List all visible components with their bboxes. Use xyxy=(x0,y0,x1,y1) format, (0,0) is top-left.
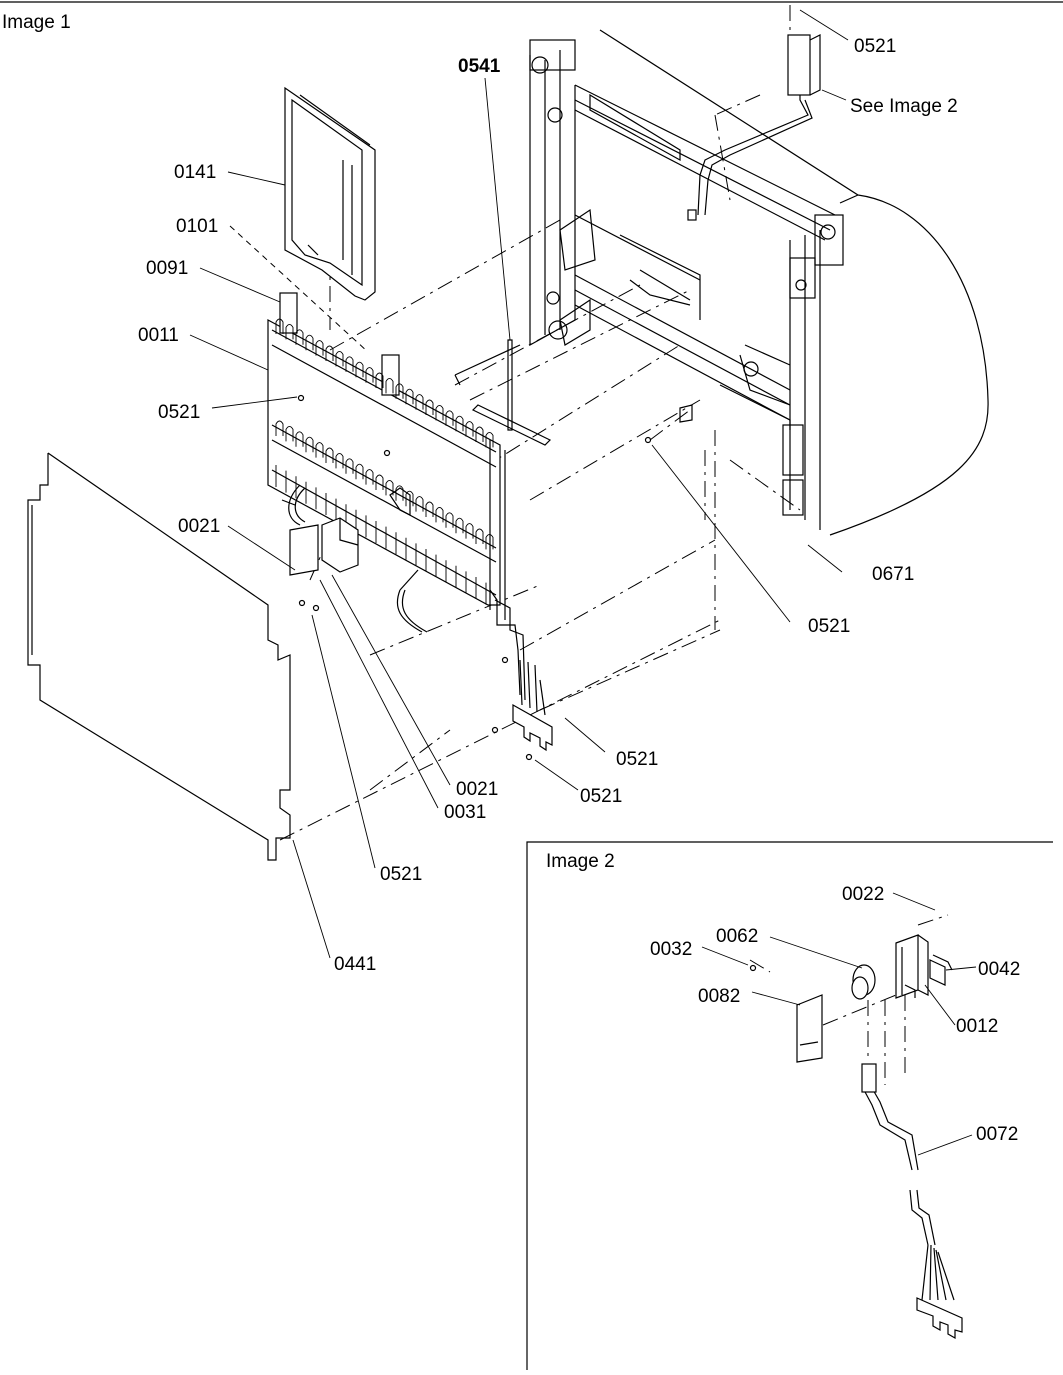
coil-loop xyxy=(345,356,354,372)
wiring-harness xyxy=(288,484,553,752)
coil-loop xyxy=(415,496,424,512)
image1-title: Image 1 xyxy=(2,12,71,33)
coil-loop xyxy=(395,383,404,399)
coil-loop xyxy=(375,474,384,490)
coil-loop xyxy=(285,425,294,442)
coil-loop xyxy=(455,517,464,534)
coil-loop xyxy=(385,479,394,496)
evaporator-cover-0141 xyxy=(284,86,376,301)
label-0032: 0032 xyxy=(650,939,692,960)
image2-frame xyxy=(526,841,1053,1370)
coil-loop xyxy=(455,415,464,432)
coil-loop xyxy=(355,361,364,378)
coil-loop xyxy=(305,334,314,351)
air-baffle-0541 xyxy=(454,339,552,446)
coil-loop xyxy=(315,340,324,356)
cabinet-liner xyxy=(529,29,989,536)
coil-loop xyxy=(395,485,404,501)
label-0042: 0042 xyxy=(978,959,1020,980)
label-0021-right: 0021 xyxy=(456,779,498,800)
coil-loop xyxy=(405,388,414,405)
label-0011: 0011 xyxy=(138,325,179,346)
coil-loop xyxy=(465,421,474,437)
coil-loop xyxy=(315,442,324,458)
label-0141: 0141 xyxy=(174,162,216,183)
coil-loop xyxy=(325,447,334,463)
coil-loop xyxy=(335,350,344,367)
label-0521-evaporator: 0521 xyxy=(158,402,200,423)
coil-loop xyxy=(425,501,434,517)
coil-loop xyxy=(475,426,484,442)
coil-loop xyxy=(485,431,494,448)
coil-loop xyxy=(465,523,474,539)
coil-loop xyxy=(445,512,454,528)
label-leaders-image1 xyxy=(189,9,849,959)
label-0541: 0541 xyxy=(458,56,501,77)
label-0521-harness-2: 0521 xyxy=(580,786,622,807)
coil-loop xyxy=(365,469,374,485)
label-see-image-2: See Image 2 xyxy=(850,96,958,117)
coil-loop xyxy=(295,329,304,345)
coil-loop xyxy=(435,404,444,421)
label-0441: 0441 xyxy=(334,954,376,975)
coil-loop xyxy=(295,431,304,447)
label-0521-harness-1: 0521 xyxy=(616,749,658,770)
screws xyxy=(297,394,693,761)
coil-loop xyxy=(415,394,424,410)
label-0101: 0101 xyxy=(176,216,218,237)
coil-loop xyxy=(325,345,334,361)
coil-loop xyxy=(305,436,314,453)
label-0021-left: 0021 xyxy=(178,516,220,537)
coil-loop xyxy=(485,533,494,550)
label-0091: 0091 xyxy=(146,258,188,279)
coil-loop xyxy=(405,490,414,507)
label-0031: 0031 xyxy=(444,802,486,823)
label-0072: 0072 xyxy=(976,1124,1018,1145)
coil-loop xyxy=(285,323,294,340)
coil-loop xyxy=(385,377,394,394)
assembly-leader-lines xyxy=(279,5,801,841)
coil-loop xyxy=(365,367,374,383)
label-0012: 0012 xyxy=(956,1016,998,1037)
label-0521-bottom: 0521 xyxy=(380,864,422,885)
image2-title: Image 2 xyxy=(546,851,615,872)
coil-loop xyxy=(375,372,384,388)
label-0022: 0022 xyxy=(842,884,884,905)
label-0671: 0671 xyxy=(872,564,914,585)
coil-loop xyxy=(425,399,434,415)
coil-loop xyxy=(475,528,484,544)
coil-loop xyxy=(275,420,284,436)
coil-loop xyxy=(435,506,444,523)
coil-loop xyxy=(345,458,354,474)
coil-loop xyxy=(275,318,284,334)
label-0521-top: 0521 xyxy=(854,36,896,57)
label-0082: 0082 xyxy=(698,986,740,1007)
evaporator-0011 xyxy=(267,292,506,620)
coil-loop xyxy=(335,452,344,469)
rear-panel-0441 xyxy=(27,452,291,861)
coil-loop xyxy=(445,410,454,426)
image2-leader-lines xyxy=(701,892,977,1156)
coil-loop xyxy=(355,463,364,480)
label-0521-right: 0521 xyxy=(808,616,850,637)
damper-control-assembly xyxy=(749,934,963,1340)
label-0062: 0062 xyxy=(716,926,758,947)
evaporator-coils xyxy=(275,318,494,605)
defrost-components xyxy=(289,517,359,576)
